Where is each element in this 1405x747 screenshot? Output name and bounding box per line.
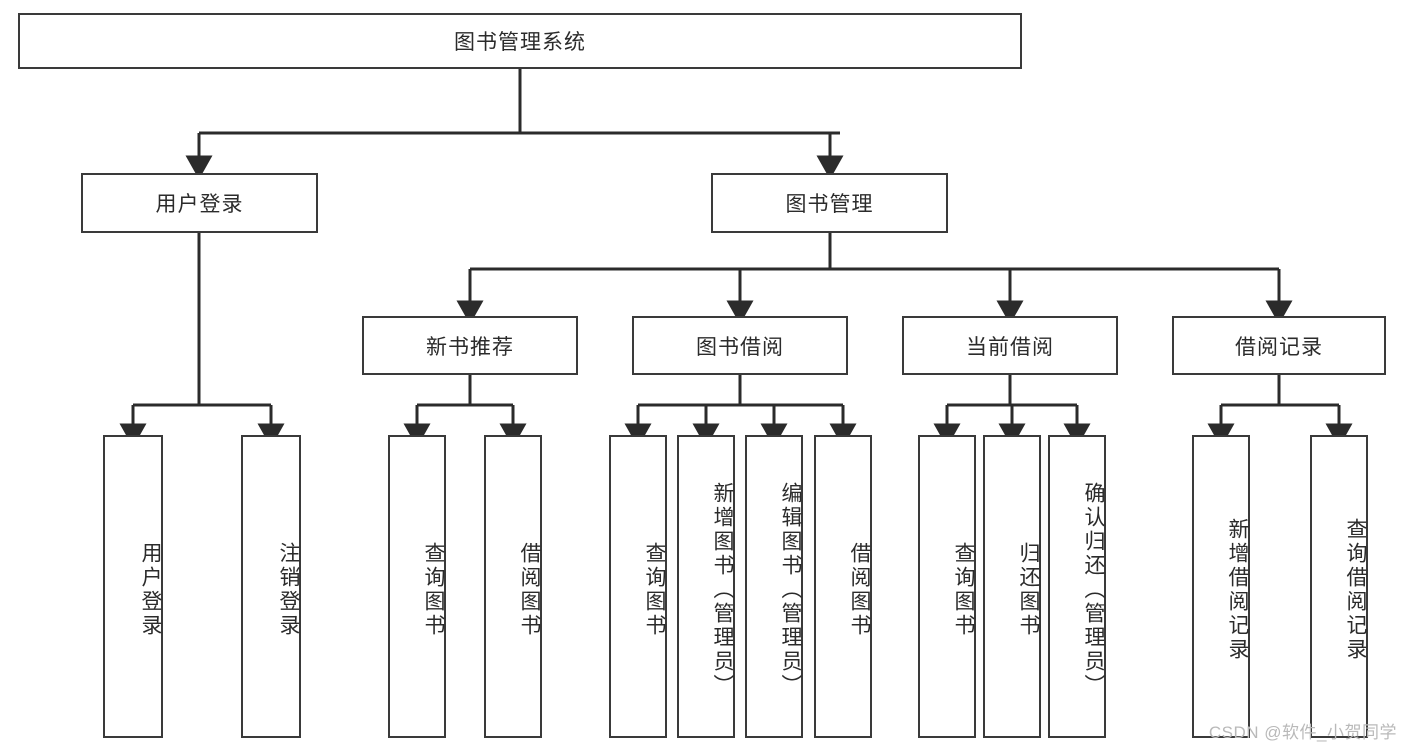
node-label: 查询图书	[952, 541, 975, 638]
node-label: 图书管理	[785, 193, 874, 216]
node-label: 确认归还（管理员）	[1082, 481, 1105, 698]
leaf-current-borrow-confirm-return[interactable]: 确认归还（管理员）	[1048, 435, 1106, 738]
node-label: 新增图书（管理员）	[711, 481, 734, 698]
node-label: 查询图书	[422, 541, 445, 638]
leaf-book-borrow-borrow[interactable]: 借阅图书	[814, 435, 872, 738]
leaf-user-login-login[interactable]: 用户登录	[103, 435, 163, 738]
node-root-book-management-system[interactable]: 图书管理系统	[18, 13, 1022, 69]
node-label: 当前借阅	[966, 335, 1054, 359]
watermark-text: CSDN @软件_小贺同学	[1208, 723, 1397, 742]
node-label: 图书管理系统	[454, 31, 586, 54]
node-label: 借阅记录	[1235, 335, 1323, 359]
leaf-borrow-record-query[interactable]: 查询借阅记录	[1310, 435, 1368, 738]
leaf-borrow-record-add[interactable]: 新增借阅记录	[1192, 435, 1250, 738]
node-label: 注销登录	[277, 541, 300, 638]
leaf-new-book-borrow[interactable]: 借阅图书	[484, 435, 542, 738]
node-book-borrow[interactable]: 图书借阅	[632, 316, 848, 375]
node-label: 查询借阅记录	[1344, 517, 1367, 662]
node-label: 查询图书	[643, 541, 666, 638]
leaf-new-book-query[interactable]: 查询图书	[388, 435, 446, 738]
node-label: 图书借阅	[696, 335, 784, 359]
leaf-book-borrow-query[interactable]: 查询图书	[609, 435, 667, 738]
node-current-borrow[interactable]: 当前借阅	[902, 316, 1118, 375]
node-label: 编辑图书（管理员）	[779, 481, 802, 698]
leaf-book-borrow-edit[interactable]: 编辑图书（管理员）	[745, 435, 803, 738]
node-new-book-recommend[interactable]: 新书推荐	[362, 316, 578, 375]
node-label: 借阅图书	[848, 541, 871, 638]
leaf-user-login-logout[interactable]: 注销登录	[241, 435, 301, 738]
node-label: 借阅图书	[518, 541, 541, 638]
node-label: 归还图书	[1017, 541, 1040, 638]
leaf-current-borrow-return[interactable]: 归还图书	[983, 435, 1041, 738]
leaf-current-borrow-query[interactable]: 查询图书	[918, 435, 976, 738]
node-user-login[interactable]: 用户登录	[81, 173, 318, 233]
node-borrow-record[interactable]: 借阅记录	[1172, 316, 1386, 375]
node-label: 新书推荐	[426, 335, 514, 359]
node-book-management[interactable]: 图书管理	[711, 173, 948, 233]
leaf-book-borrow-add[interactable]: 新增图书（管理员）	[677, 435, 735, 738]
node-label: 用户登录	[155, 193, 244, 216]
node-label: 新增借阅记录	[1226, 517, 1249, 662]
node-label: 用户登录	[139, 541, 162, 638]
